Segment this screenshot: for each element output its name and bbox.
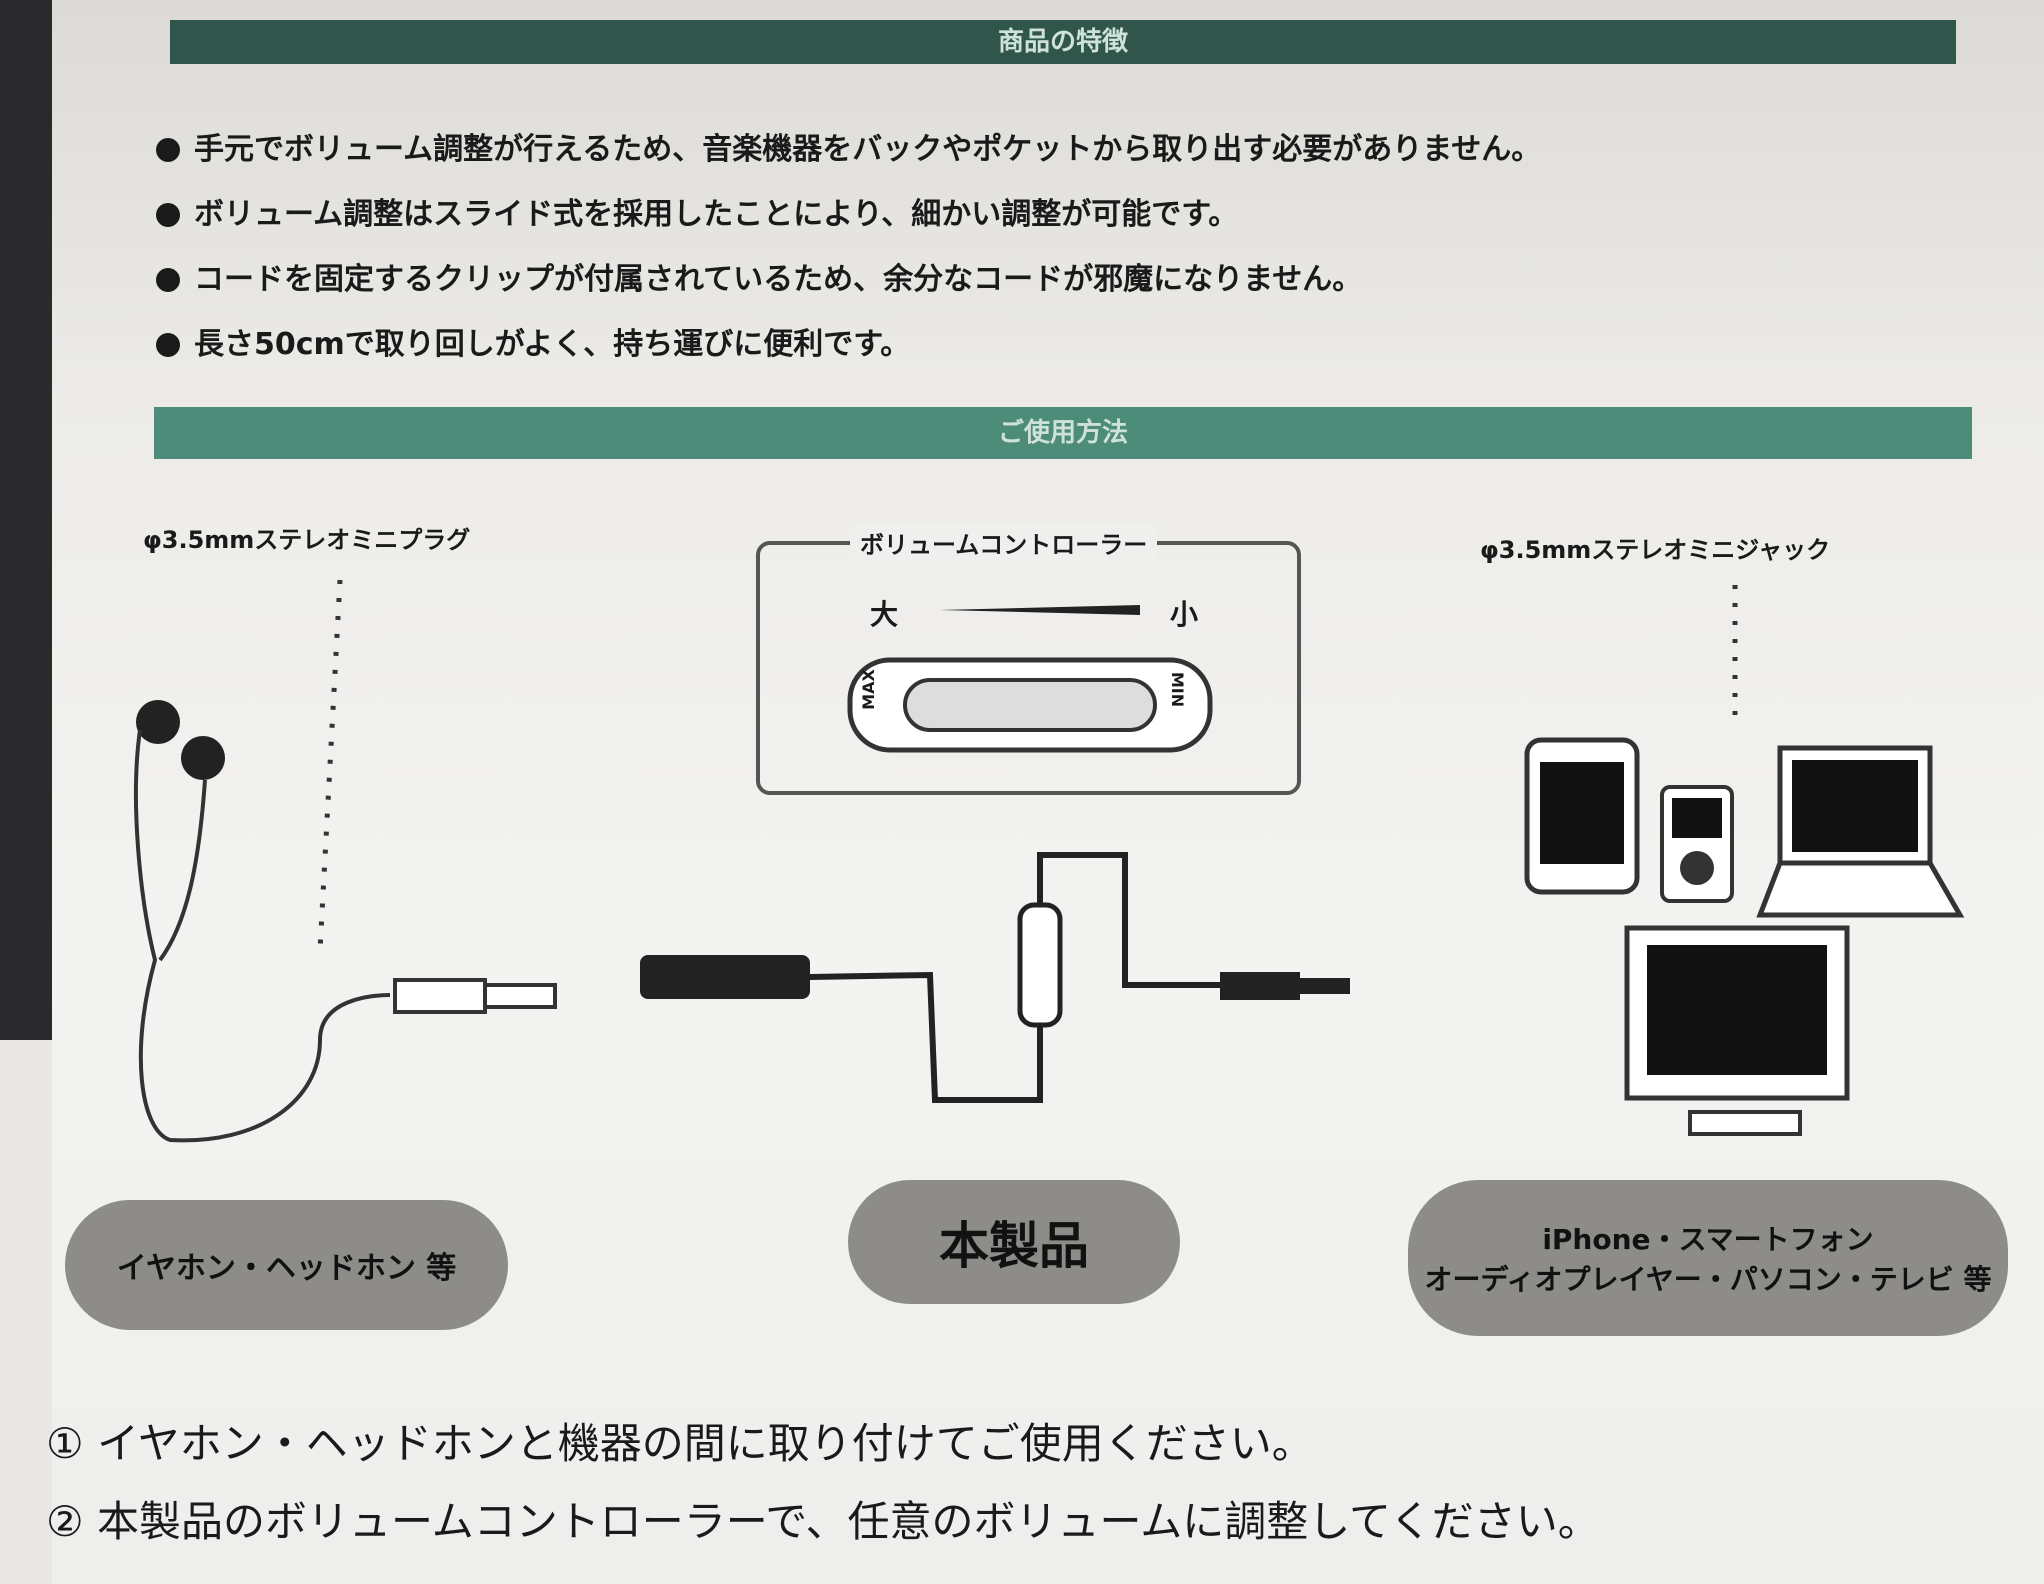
feature-bullet: 長さ50cmで取り回しがよく、持ち運びに便利です。 — [156, 319, 910, 363]
usage-note: ① イヤホン・ヘッドホンと機器の間に取り付けてご使用ください。 — [46, 1419, 1314, 1468]
devices-icon — [1524, 737, 1965, 1136]
product-cable-icon — [640, 852, 1350, 1103]
feature-text: ボリューム調整はスライド式を採用したことにより、細かい調整が可能です。 — [194, 197, 1239, 232]
devices-line-1: iPhone・スマートフォン — [1542, 1223, 1874, 1256]
big-label: 大 — [870, 598, 899, 631]
earphones-pill: イヤホン・ヘッドホン 等 — [65, 1200, 508, 1330]
feature-text: コードを固定するクリップが付属されているため、余分なコードが邪魔になりません。 — [194, 262, 1363, 297]
product-pill: 本製品 — [848, 1180, 1180, 1304]
devices-line-2: オーディオプレイヤー・パソコン・テレビ 等 — [1424, 1263, 1992, 1296]
bullet-icon — [156, 268, 180, 292]
bullet-icon — [156, 138, 180, 162]
usage-note: ② 本製品のボリュームコントローラーで、任意のボリュームに調整してください。 — [46, 1497, 1600, 1546]
earphones-icon — [134, 700, 557, 1143]
feature-bullet: コードを固定するクリップが付属されているため、余分なコードが邪魔になりません。 — [156, 254, 1362, 298]
bullet-icon — [156, 333, 180, 357]
min-label: MIN — [1168, 671, 1188, 708]
small-label: 小 — [1170, 598, 1199, 631]
feature-text: 手元でボリューム調整が行えるため、音楽機器をバックやポケットから取り出す必要があ… — [194, 132, 1542, 167]
feature-bullet: ボリューム調整はスライド式を採用したことにより、細かい調整が可能です。 — [156, 189, 1238, 233]
dotted-pointer — [317, 579, 343, 951]
plug-label: φ3.5mmステレオミニプラグ — [143, 526, 471, 554]
background-edge — [0, 0, 52, 1040]
jack-label: φ3.5mmステレオミニジャック — [1480, 536, 1831, 564]
devices-pill: iPhone・スマートフォン オーディオプレイヤー・パソコン・テレビ 等 — [1408, 1180, 2008, 1336]
features-header: 商品の特徴 — [170, 20, 1956, 64]
usage-header: ご使用方法 — [154, 407, 1972, 459]
controller-illustration: ボリュームコントローラー 大 小 MAX MIN — [756, 525, 1301, 795]
volume-wedge-icon — [940, 605, 1140, 615]
bullet-icon — [156, 203, 180, 227]
feature-text: 長さ50cmで取り回しがよく、持ち運びに便利です。 — [194, 327, 911, 362]
max-label: MAX — [858, 669, 878, 710]
controller-title: ボリュームコントローラー — [850, 525, 1158, 560]
feature-bullet: 手元でボリューム調整が行えるため、音楽機器をバックやポケットから取り出す必要があ… — [156, 124, 1541, 168]
